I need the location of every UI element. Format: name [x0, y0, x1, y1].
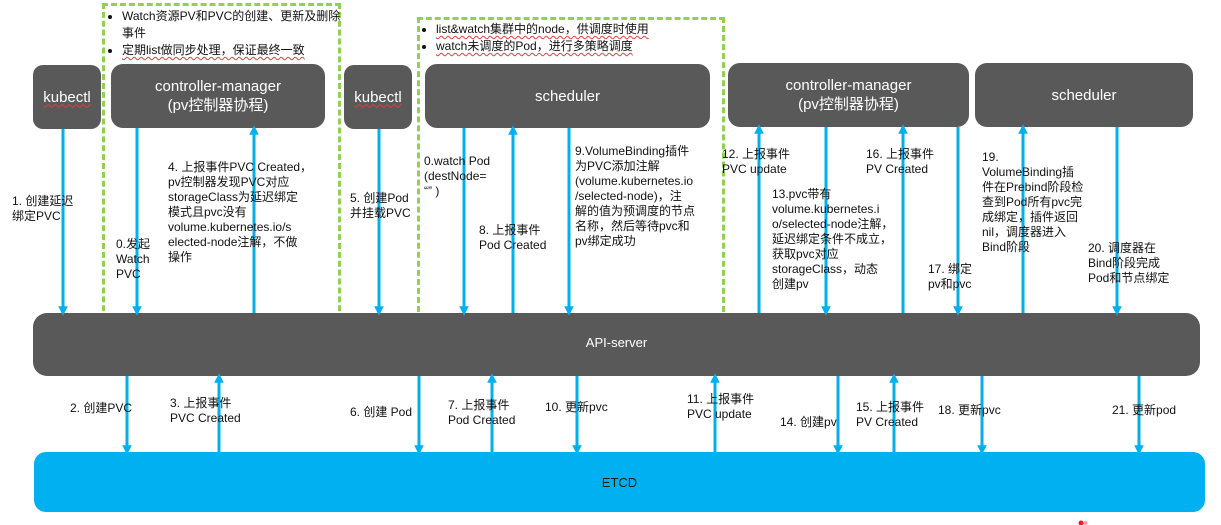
kubectl-node-2[interactable]: kubectl — [344, 65, 412, 129]
etcd-label: ETCD — [601, 474, 638, 490]
etcd-node[interactable]: ETCD — [34, 452, 1205, 512]
step-7-label: 7. 上报事件 Pod Created — [448, 398, 516, 427]
step-2-label: 2. 创建PVC — [70, 401, 133, 415]
kubectl-label-2: kubectl — [354, 88, 402, 106]
controller-group-notes: Watch资源PV和PVC的创建、更新及删除事件 定期list做同步处理，保证最… — [108, 8, 352, 59]
step-11-label: 11. 上报事件 PVC update — [687, 392, 755, 421]
step-21-label: 21. 更新pod — [1112, 403, 1177, 417]
controller-group-note-1: Watch资源PV和PVC的创建、更新及删除事件 — [122, 8, 352, 42]
controller-group-note-2: 定期list做同步处理，保证最终一致 — [122, 42, 352, 59]
step-5-label: 5. 创建Pod 并挂载PVC — [350, 191, 411, 220]
api-server-node[interactable]: API-server — [33, 313, 1200, 376]
scheduler-group-note-2: watch未调度的Pod，进行多策略调度 — [436, 38, 736, 55]
step-20-label: 20. 调度器在 Bind阶段完成 Pod和节点绑定 — [1088, 241, 1170, 285]
scheduler-node-2[interactable]: scheduler — [975, 63, 1193, 127]
api-server-label: API-server — [585, 335, 648, 350]
step-16-label: 16. 上报事件 PV Created — [866, 147, 935, 176]
kubectl-label-1: kubectl — [43, 88, 91, 106]
step-8-label: 8. 上报事件 Pod Created — [479, 223, 547, 252]
scheduler-group-notes: list&watch集群中的node，供调度时使用 watch未调度的Pod，进… — [422, 21, 736, 55]
controller-manager-subtitle-1: (pv控制器协程) — [167, 97, 269, 114]
step-6-label: 6. 创建 Pod — [350, 405, 413, 419]
step-1-label: 1. 创建延迟 绑定PVC — [12, 194, 74, 223]
step-12-label: 12. 上报事件 PVC update — [722, 147, 791, 176]
step-10-label: 10. 更新pvc — [545, 400, 608, 414]
step-0-watch-pvc-label: 0.发起 Watch PVC — [116, 237, 151, 281]
controller-manager-node-2[interactable]: controller-manager (pv控制器协程) — [728, 63, 969, 127]
step-13-label: 13.pvc带有 volume.kubernetes.i o/selected-… — [772, 187, 894, 291]
step-15-label: 15. 上报事件 PV Created — [856, 400, 925, 429]
scheduler-node-1[interactable]: scheduler — [425, 64, 710, 128]
watermark-fragment-icon — [1078, 520, 1088, 525]
scheduler-label-2: scheduler — [1051, 86, 1117, 104]
kubectl-node-1[interactable]: kubectl — [33, 65, 101, 129]
step-19-label: 19. VolumeBinding插 件在Prebind阶段检 查到Pod所有p… — [982, 150, 1084, 254]
step-9-label: 9.VolumeBinding插件 为PVC添加注解 (volume.kuber… — [575, 144, 696, 248]
controller-manager-subtitle-2: (pv控制器协程) — [798, 96, 899, 113]
step-4-label: 4. 上报事件PVC Created， pv控制器发现PVC对应 storage… — [168, 160, 313, 264]
step-3-label: 3. 上报事件 PVC Created — [170, 396, 241, 425]
step-0-watch-pod-label: 0.watch Pod (destNode= “” ) — [424, 154, 491, 198]
step-14-label: 14. 创建pv — [780, 415, 837, 429]
scheduler-label-1: scheduler — [534, 87, 601, 105]
step-18-label: 18. 更新pvc — [938, 403, 1001, 417]
controller-manager-title-1: controller-manager — [155, 78, 281, 95]
step-17-label: 17. 绑定 pv和pvc — [928, 262, 973, 291]
scheduler-group-note-1: list&watch集群中的node，供调度时使用 — [436, 21, 736, 38]
controller-manager-title-2: controller-manager — [785, 77, 912, 94]
controller-manager-node-1[interactable]: controller-manager (pv控制器协程) — [111, 64, 325, 128]
